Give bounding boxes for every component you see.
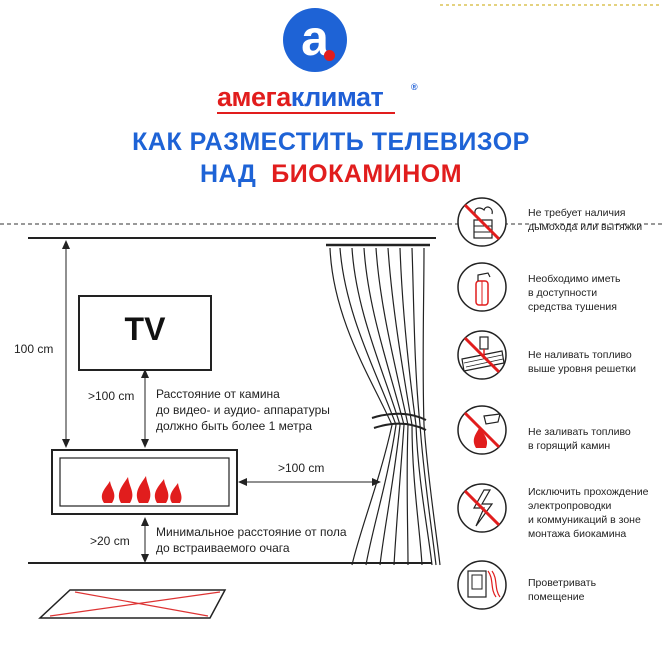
rule-text-5: Исключить прохождение электропроводки и … xyxy=(528,485,662,541)
page-title-line2: НАД БИОКАМИНОМ xyxy=(0,160,662,189)
side-gap-arrow-head-left xyxy=(238,478,247,486)
title-line2-part1: НАД xyxy=(199,160,257,188)
rule-text-1: Не требует наличия дымохода или вытяжки xyxy=(528,206,662,234)
brand-logo: a xyxy=(283,8,347,72)
brand-name: амегаклимат ® xyxy=(217,82,418,114)
safety-icons xyxy=(457,197,507,610)
floor-gap-arrow-head-top xyxy=(141,517,149,526)
rule-text-4: Не заливать топливо в горящий камин xyxy=(528,425,662,453)
tv-note-line: должно быть более 1 метра xyxy=(156,419,312,433)
height-arrow-head-top xyxy=(62,240,70,249)
fire-extinguisher-icon xyxy=(457,262,507,312)
no-refill-burning-icon xyxy=(457,405,507,455)
rule-line: электропроводки xyxy=(528,500,612,512)
rule-line: в горящий камин xyxy=(528,440,611,452)
curtain xyxy=(329,247,441,566)
brand-underline xyxy=(217,112,395,114)
rule-text-2: Необходимо иметь в доступности средства … xyxy=(528,272,662,314)
tv-gap-label: >100 cm xyxy=(88,389,135,403)
floor-gap-arrow-head-bottom xyxy=(141,554,149,563)
logo-dot xyxy=(324,50,335,61)
page-title-line1: КАК РАЗМЕСТИТЬ ТЕЛЕВИЗОР xyxy=(132,128,530,156)
floor-distance-note: Минимальное расстояние от пола до встраи… xyxy=(156,524,347,556)
tv-note-line: до видео- и аудио- аппаратуры xyxy=(156,403,330,417)
tv-distance-note: Расстояние от камина до видео- и аудио- … xyxy=(156,386,330,434)
brand-name-part2: климат xyxy=(290,82,384,112)
rule-line: и коммуникаций в зоне xyxy=(528,514,641,526)
fireplace-flames xyxy=(101,476,182,503)
rule-line: помещение xyxy=(528,591,585,603)
brand-name-part1: амега xyxy=(217,82,291,112)
rug-cross-line-1 xyxy=(74,591,209,617)
registered-mark: ® xyxy=(411,82,418,92)
floor-rug xyxy=(38,589,227,619)
floor-note-line: до встраиваемого очага xyxy=(156,541,290,555)
rule-line: Необходимо иметь xyxy=(528,273,621,285)
rule-line: Исключить прохождение xyxy=(528,486,649,498)
rule-text-3: Не наливать топливо выше уровня решетки xyxy=(528,348,662,376)
rule-line: Не заливать топливо xyxy=(528,426,631,438)
ventilation-icon xyxy=(457,560,507,610)
height-label: 100 cm xyxy=(14,342,54,356)
tv-note-line: Расстояние от камина xyxy=(156,387,280,401)
tv-gap-arrow-head-bottom xyxy=(141,439,149,448)
rule-line: монтажа биокамина xyxy=(528,528,627,540)
rule-line: Проветривать xyxy=(528,577,597,589)
rule-line: в доступности xyxy=(528,287,598,299)
floor-gap-label: >20 cm xyxy=(90,534,130,548)
tv-box: TV xyxy=(78,295,212,371)
fireplace-insert xyxy=(59,457,230,507)
rule-line: Не требует наличия xyxy=(528,207,626,219)
floor-note-line: Минимальное расстояние от пола xyxy=(156,525,347,539)
no-wiring-icon xyxy=(457,483,507,533)
rule-line: дымохода или вытяжки xyxy=(528,221,643,233)
no-chimney-icon xyxy=(457,197,507,247)
rule-line: Не наливать топливо xyxy=(528,349,632,361)
rug-cross-line-2 xyxy=(49,591,221,617)
rule-text-6: Проветривать помещение xyxy=(528,576,662,604)
tv-gap-arrow-head-top xyxy=(141,369,149,378)
fuel-level-icon xyxy=(457,330,507,380)
title-line2-part2: БИОКАМИНОМ xyxy=(271,160,463,188)
side-gap-label: >100 cm xyxy=(278,461,325,475)
rule-line: выше уровня решетки xyxy=(528,363,636,375)
tv-label: TV xyxy=(124,311,166,347)
rule-line: средства тушения xyxy=(528,301,617,313)
height-arrow-head-bottom xyxy=(62,439,70,448)
